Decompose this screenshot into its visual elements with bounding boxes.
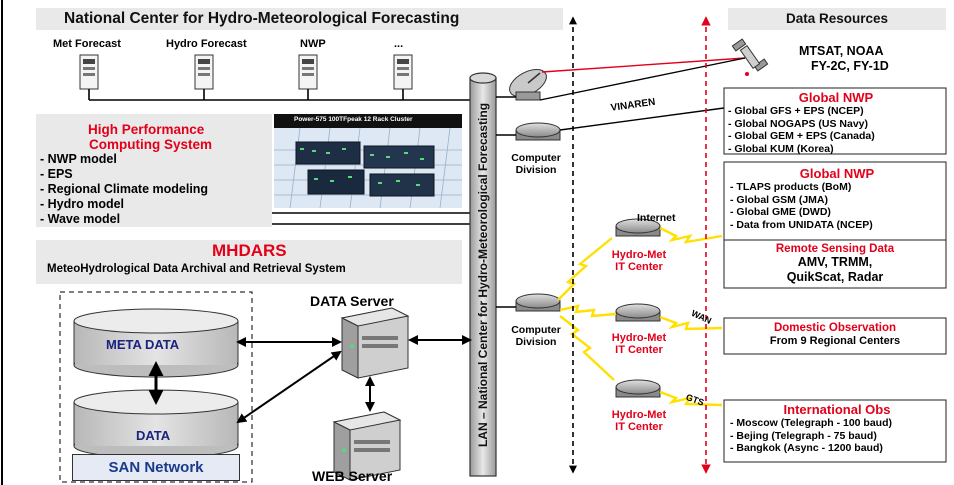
international-obs-item: - Bejing (Telegraph - 75 baud) [730,429,877,442]
router-icon [615,218,661,237]
hpc-title-line2: Computing System [89,137,213,152]
domestic-obs-content: Domestic Observation From 9 Regional Cen… [726,322,944,349]
meta-data-label: META DATA [106,337,180,352]
hydromet-it-center-label-1: Hydro-Met IT Center [604,249,674,273]
terminal-icon [393,54,413,90]
global-nwp-2-title: Global NWP [799,166,875,181]
nchmf-title: National Center for Hydro-Meteorological… [36,8,563,30]
domestic-obs-title: Domestic Observation [773,322,897,334]
hpc-item: - EPS [40,167,73,181]
internet-label: Internet [637,212,676,224]
mhdars-title: MHDARS [212,241,287,260]
terminal-icon [79,54,99,90]
hydromet-it-center-label-2: Hydro-Met IT Center [604,332,674,356]
hydromet-it-center-label-3: Hydro-Met IT Center [604,409,674,433]
computer-division-line: Computer [511,152,561,164]
hydromet-line: Hydro-Met [611,249,667,261]
router-icon [615,379,661,398]
international-obs-item: - Moscow (Telegraph - 100 baud) [730,417,892,429]
data-disk [73,389,239,459]
terminal-label-more: ... [394,38,404,50]
hpc-photo-caption: Power-575 100TFpeak 12 Rack Cluster [294,116,413,123]
international-obs-title: International Obs [783,402,891,417]
mhdars-subtitle: MeteoHydrological Data Archival and Retr… [47,263,346,275]
terminal-label-met-forecast: Met Forecast [53,38,121,50]
satellite-dish-icon [509,68,547,101]
satellite-names-line2: FY-2C, FY-1D [811,59,889,73]
domestic-obs-box [723,317,947,355]
global-nwp-1-item: - Global KUM (Korea) [728,142,834,155]
web-server-icon [332,411,402,481]
mhdars-header-panel [36,240,462,284]
global-nwp-1-box [723,87,947,155]
global-nwp-2-box [723,161,947,289]
hydromet-line: Hydro-Met [611,409,667,421]
web-server-label: WEB Server [312,468,393,484]
hpc-item: - Wave model [40,212,121,226]
remote-sensing-title: Remote Sensing Data [775,243,895,255]
lan-label: LAN – National Center for Hydro-Meteorol… [476,102,490,448]
global-nwp-2-item: - Data from UNIDATA (NCEP) [730,218,873,231]
satellite-names-line1: MTSAT, NOAA [799,44,884,58]
data-label: DATA [136,428,171,443]
hpc-item: - NWP model [40,152,117,166]
terminal-icon [298,54,318,90]
hydromet-line: Hydro-Met [611,332,667,344]
hydromet-line: IT Center [615,261,663,273]
hydromet-line: IT Center [615,344,663,356]
remote-sensing-line2: QuikScat, Radar [786,270,884,284]
hpc-item: - Hydro model [40,197,125,211]
computer-division-line: Computer [511,324,561,336]
computer-division-line: Division [515,336,557,348]
global-nwp-2-item: - TLAPS products (BoM) [730,181,852,193]
terminal-icon [194,54,214,90]
san-network-box: SAN Network [72,454,240,481]
terminal-label-hydro-forecast: Hydro Forecast [166,38,247,50]
global-nwp-1-content: Global NWP - Global GFS + EPS (NCEP) - G… [728,90,944,155]
global-nwp-1-item: - Global GEM + EPS (Canada) [728,130,875,142]
remote-sensing-line1: AMV, TRMM, [797,255,873,269]
international-obs-content: International Obs - Moscow (Telegraph - … [730,402,944,455]
remote-sensing-content: Remote Sensing Data AMV, TRMM, QuikScat,… [726,243,944,285]
computer-division-bottom-label: Computer Division [506,324,566,348]
global-nwp-2-item: - Global GME (DWD) [730,206,831,218]
international-obs-item: - Bangkok (Async - 1200 baud) [730,442,883,454]
data-server-label: DATA Server [310,293,394,309]
global-nwp-1-item: - Global NOGAPS (US Navy) [728,117,869,130]
storage-region [59,291,253,483]
data-resources-title: Data Resources [728,8,946,30]
hpc-item-list: - NWP model - EPS - Regional Climate mod… [40,152,208,227]
terminal-label-nwp: NWP [300,38,326,50]
computer-division-top-label: Computer Division [506,152,566,176]
hpc-cluster-photo [274,114,462,209]
hydromet-line: IT Center [615,421,663,433]
global-nwp-1-title: Global NWP [798,90,874,105]
global-nwp-2-content: Global NWP - TLAPS products (BoM) - Glob… [730,166,944,231]
international-obs-box [723,399,947,463]
global-nwp-1-item: - Global GFS + EPS (NCEP) [728,105,864,117]
global-nwp-2-item: - Global GSM (JMA) [730,193,828,206]
satellite-icon [731,38,769,76]
router-icon [515,122,561,141]
router-icon [615,303,661,322]
data-server-icon [340,307,410,379]
router-icon [515,293,561,312]
hpc-title-line1: High Performance [88,122,205,137]
hpc-panel [36,114,272,227]
hpc-item: - Regional Climate modeling [40,182,209,196]
computer-division-line: Division [515,164,557,176]
domestic-obs-line: From 9 Regional Centers [769,335,901,347]
lan-backbone [469,72,497,477]
